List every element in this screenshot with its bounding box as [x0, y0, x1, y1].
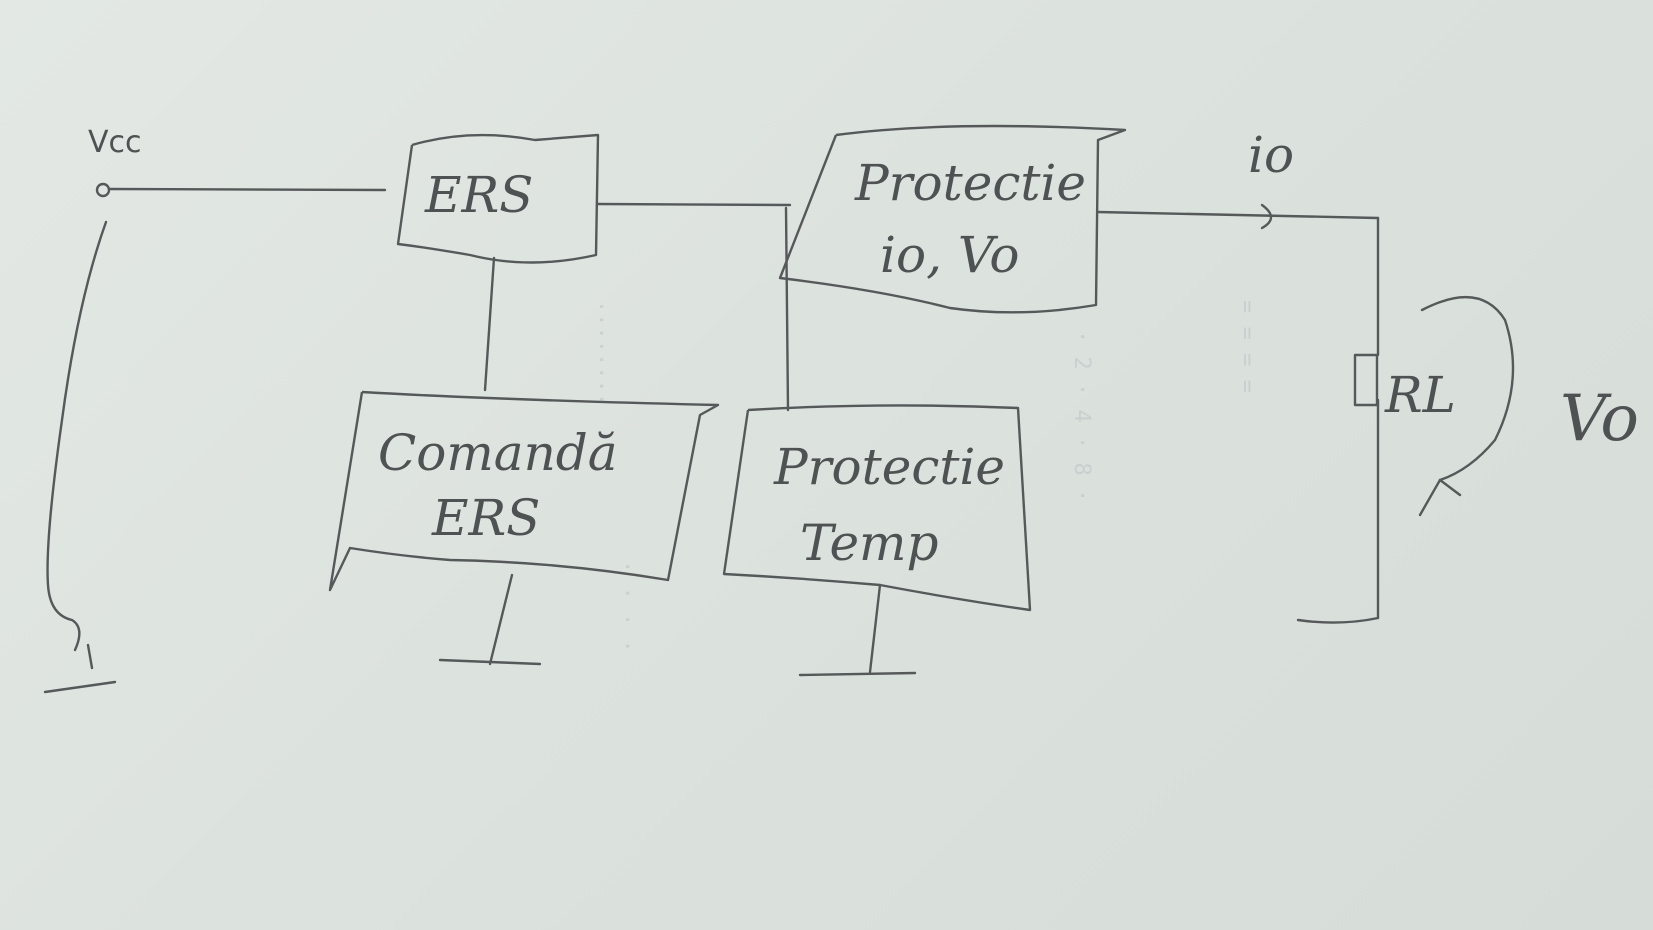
rl-label: RL	[1384, 366, 1456, 424]
vcc-terminal: Vcc	[88, 125, 142, 198]
comanda-ers-block: Comandă ERS	[328, 390, 720, 592]
ers-label: ERS	[424, 166, 533, 224]
svg-text:= = = =: = = = =	[1234, 300, 1259, 393]
wire-protectie-temp	[784, 206, 790, 412]
wire-output-top	[1096, 210, 1380, 220]
load-resistor: RL	[1353, 353, 1456, 424]
io-label: io	[1248, 126, 1294, 184]
svg-text:· 2 · 4 · 8 ·: · 2 · 4 · 8 ·	[1069, 330, 1094, 502]
protectie-io-vo-block: Protectie io, Vo	[778, 124, 1127, 314]
protectie-io-vo-line1: Protectie	[854, 154, 1086, 212]
vcc-label: Vcc	[88, 125, 142, 160]
vo-label: Vo	[1560, 382, 1639, 456]
ers-block: ERS	[396, 133, 600, 264]
comanda-ers-line2: ERS	[431, 489, 540, 547]
svg-text:........: ........	[594, 300, 619, 406]
comanda-ers-line1: Comandă	[378, 424, 618, 482]
wire-vcc-ers	[108, 187, 387, 192]
left-return-wire	[46, 220, 108, 652]
wire-load-bottom	[1296, 616, 1380, 624]
protectie-temp-line1: Protectie	[773, 438, 1005, 496]
protectie-io-vo-line2: io, Vo	[880, 226, 1020, 284]
protectie-temp-ground-symbol	[798, 583, 917, 677]
comanda-ground-symbol	[438, 573, 542, 666]
protectie-temp-block: Protectie Temp	[722, 404, 1032, 612]
protectie-temp-line2: Temp	[800, 514, 938, 572]
left-ground-symbol	[43, 643, 117, 694]
vo-voltage-arrow: Vo	[1418, 295, 1639, 517]
io-current-arrow: io	[1248, 126, 1294, 230]
wire-ers-protectie	[596, 202, 792, 207]
wire-ers-comanda	[483, 256, 496, 392]
